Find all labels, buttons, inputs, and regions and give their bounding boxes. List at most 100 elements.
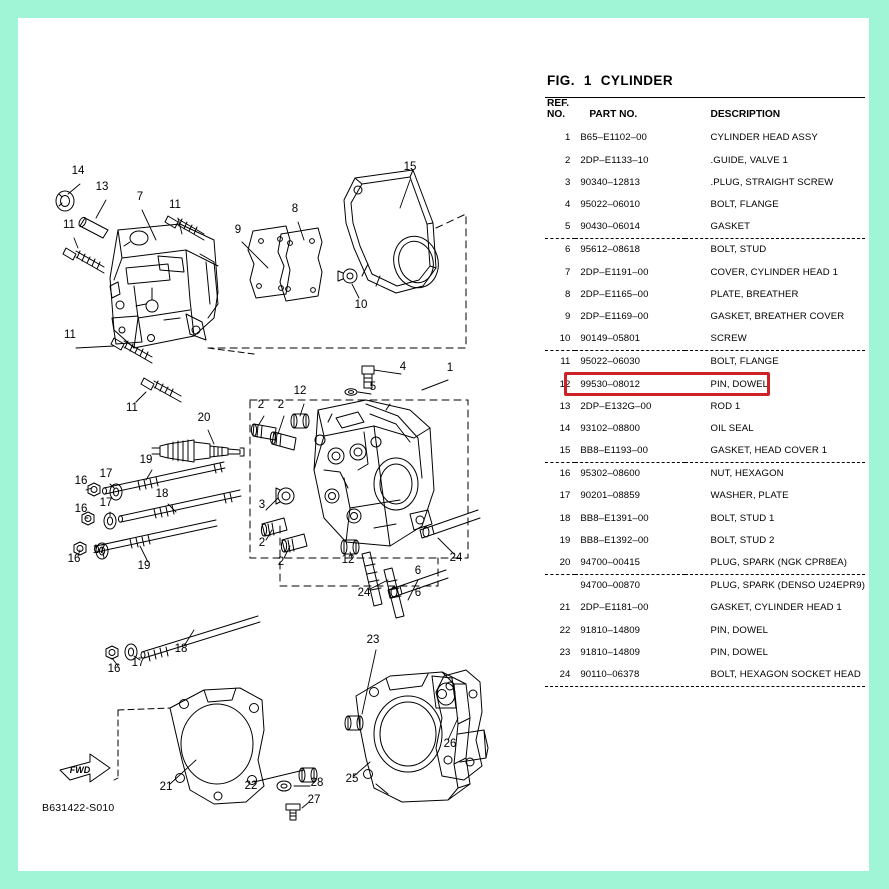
header-ref-line2: NO. [547, 109, 566, 121]
part-gasket-cylinder-head-21 [169, 687, 265, 805]
cell-description: ROD 1 [710, 400, 741, 412]
callout-number: 17 [100, 468, 113, 480]
fwd-label: FWD [70, 765, 91, 775]
figure-number: 1 [583, 73, 592, 88]
cell-part-no: B65–E1102–00 [580, 132, 647, 144]
table-row[interactable]: 8 2DP–E1165–00 PLATE, BREATHER [545, 283, 865, 305]
callout-number: 25 [346, 773, 359, 785]
cell-part-no: 90110–06378 [580, 668, 640, 680]
callout-number: 2 [278, 556, 284, 568]
part-plug-straight-screw-3 [275, 487, 295, 505]
callout-number: 13 [96, 181, 109, 193]
part-pin-dowel-12-b [340, 539, 360, 555]
callout-number: 11 [63, 219, 75, 231]
cell-ref-no: 5 [564, 221, 571, 233]
part-bolt-flange-11-a [62, 247, 105, 274]
part-bolt-stud-18-b [140, 615, 261, 662]
cell-description: NUT, HEXAGON [684, 461, 865, 485]
part-washer-28 [276, 780, 292, 792]
cell-part-no: 91810–14809 [580, 624, 641, 636]
cell-description: GASKET, HEAD COVER 1 [710, 445, 828, 457]
part-nut-hexagon-16-b [81, 511, 95, 526]
cell-ref-no: 23 [559, 646, 571, 658]
cell-part-no: BB8–E1391–00 [580, 512, 649, 524]
cell-description: BOLT, FLANGE [710, 199, 779, 210]
cell-part-no: 90201–08859 [580, 490, 641, 502]
cell-description: OIL SEAL [710, 422, 754, 434]
cell-description: PIN, DOWEL [710, 646, 769, 658]
cell-description: GASKET, BREATHER COVER [710, 310, 845, 322]
part-bolt-stud-19-a [102, 461, 226, 495]
cell-ref-no: 6 [545, 237, 576, 261]
cell-ref-no: 1 [564, 132, 571, 144]
header-ref-no: REF. NO. [545, 98, 575, 127]
cell-description: COVER, CYLINDER HEAD 1 [710, 266, 839, 278]
part-bolt-hex-socket-24-a [419, 509, 481, 539]
cell-ref-no: 16 [545, 461, 576, 485]
callout-number: 18 [175, 643, 188, 655]
callout-number: 12 [294, 385, 307, 397]
callout-number: 8 [292, 203, 298, 215]
leader-lines [67, 179, 459, 809]
part-gasket-5 [344, 388, 358, 396]
cell-ref-no: 8 [564, 288, 571, 300]
cell-part-no: BB8–E1392–00 [580, 534, 649, 546]
callout-number: 2 [259, 537, 265, 549]
exploded-view-drawing: FWD B631422-S010 14137111198151011114511… [42, 161, 489, 821]
leader-1 [421, 379, 449, 391]
cell-ref-no: 20 [559, 557, 571, 568]
table-row[interactable]: 19 BB8–E1392–00 BOLT, STUD 2 [545, 529, 865, 551]
callout-number: 11 [169, 199, 181, 211]
cell-part-no: 2DP–E1191–00 [580, 266, 649, 278]
part-bolt-stud-19-b [94, 519, 218, 553]
cell-description: SCREW [710, 333, 747, 345]
cell-part-no: 2DP–E1165–00 [580, 288, 649, 300]
part-cylinder-block-25 [355, 671, 489, 803]
callout-number: 4 [400, 361, 407, 373]
cell-ref-no: 19 [559, 534, 571, 546]
cell-part-no: 95022–06030 [575, 349, 685, 373]
cell-description: PLATE, BREATHER [710, 288, 799, 300]
callout-number: 23 [367, 634, 380, 646]
header-part-no: PART NO. [589, 109, 638, 121]
cell-description: BOLT, STUD 2 [710, 534, 775, 546]
group-outline-head [249, 399, 469, 587]
cell-part-no: 2DP–E132G–00 [580, 400, 652, 412]
callout-number: 22 [245, 780, 258, 792]
callout-number: 21 [160, 781, 173, 793]
part-gasket-breather-cover-9 [247, 225, 291, 299]
cell-part-no: 95612–08618 [575, 237, 685, 261]
part-pin-dowel-22 [298, 767, 318, 783]
cell-description: .GUIDE, VALVE 1 [710, 154, 788, 166]
cell-part-no: 90430–06014 [580, 221, 641, 233]
